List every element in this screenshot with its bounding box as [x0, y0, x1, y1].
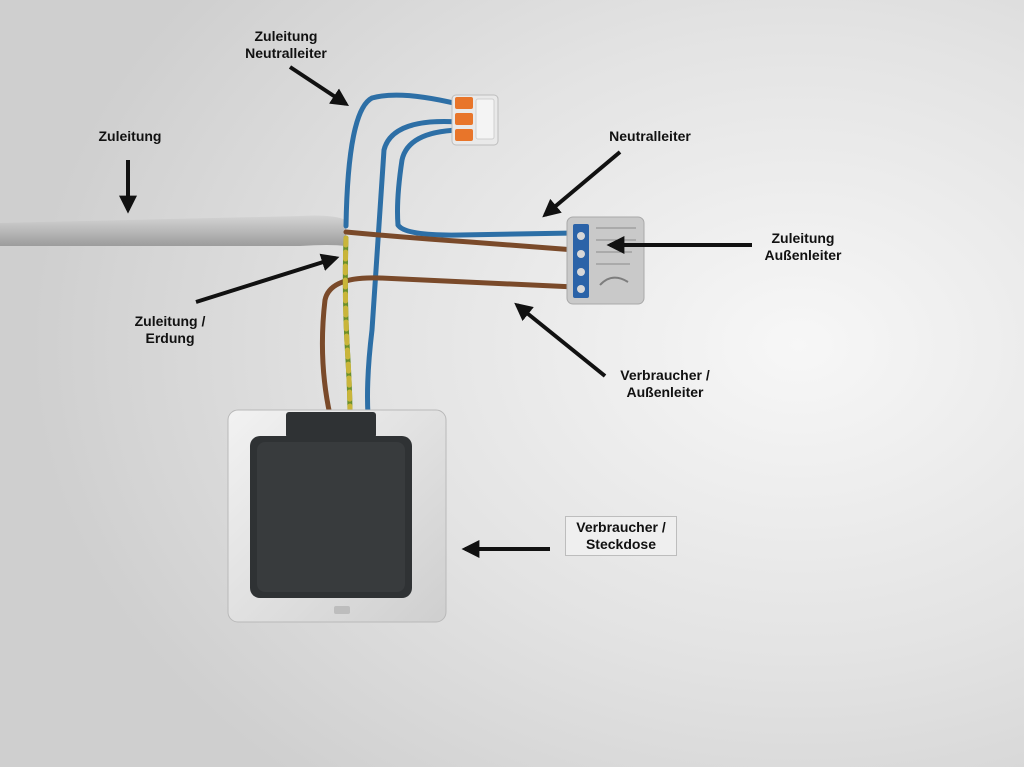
- wire-load-live: [319, 275, 578, 418]
- label-line: Steckdose: [585, 536, 657, 552]
- label-line: Verbraucher /: [620, 367, 710, 383]
- label-verbraucher-aussenleiter: Verbraucher / Außenleiter: [600, 367, 730, 401]
- annotation-arrows: [119, 65, 752, 558]
- label-verbraucher-steckdose: Verbraucher / Steckdose: [565, 516, 677, 556]
- label-line: Zuleitung: [254, 28, 318, 44]
- socket-outlet: [227, 409, 447, 623]
- label-zuleitung-aussenleiter: Zuleitung Außenleiter: [748, 230, 858, 264]
- label-line: Neutralleiter: [245, 45, 327, 61]
- wire-blue-socket: [365, 119, 461, 418]
- wago-connector: [451, 94, 499, 146]
- wire-blue-relay: [395, 127, 578, 238]
- label-zuleitung: Zuleitung: [80, 128, 180, 145]
- wire-supply-live: [343, 229, 578, 253]
- wire-supply-neutral: [343, 92, 461, 229]
- label-line: Zuleitung: [771, 230, 835, 246]
- label-zuleitung-erdung: Zuleitung / Erdung: [115, 313, 225, 347]
- label-line: Neutralleiter: [609, 128, 691, 144]
- label-line: Verbraucher /: [576, 519, 666, 535]
- label-line: Zuleitung /: [134, 313, 206, 329]
- label-neutralleiter: Neutralleiter: [585, 128, 715, 145]
- label-line: Zuleitung: [98, 128, 162, 144]
- arrow-icon: [288, 65, 350, 106]
- label-zuleitung-neutralleiter: Zuleitung Neutralleiter: [226, 28, 346, 62]
- arrow-icon: [514, 302, 607, 378]
- wires: [319, 92, 578, 418]
- arrow-icon: [195, 253, 340, 304]
- label-line: Erdung: [145, 330, 195, 346]
- arrow-icon: [542, 150, 622, 218]
- supply-cable: [0, 215, 346, 246]
- label-line: Außenleiter: [764, 247, 842, 263]
- relay-module: [566, 216, 645, 305]
- label-line: Außenleiter: [626, 384, 704, 400]
